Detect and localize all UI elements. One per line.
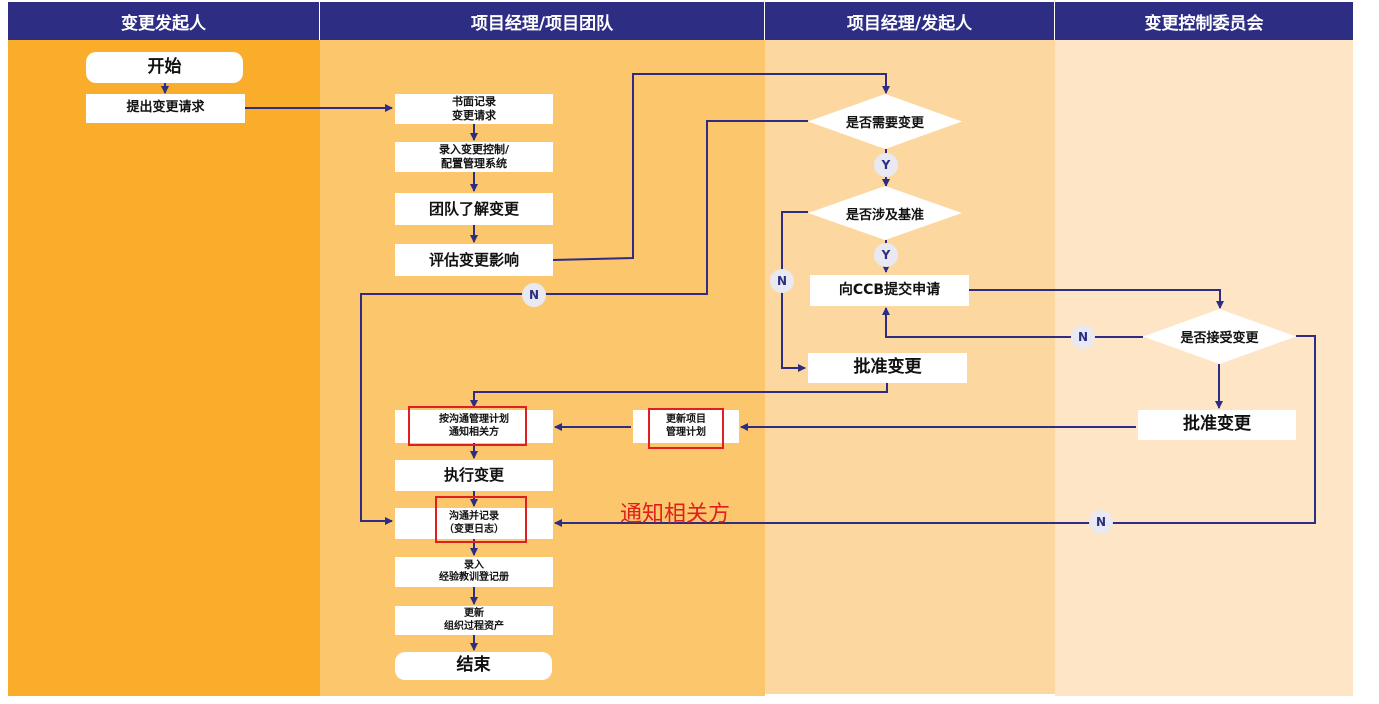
- arrow-ccb-accept: [969, 289, 1224, 309]
- arrow-accept-no-log: [554, 335, 1316, 527]
- no-badge: N: [770, 269, 794, 293]
- decision-baseline: 是否涉及基准: [808, 186, 962, 240]
- update-org-process-assets: 更新 组织过程资产: [395, 606, 553, 635]
- arrow-assess-need: [552, 73, 890, 261]
- decision-baseline-label: 是否涉及基准: [845, 207, 924, 223]
- approve-change-pm: 批准变更: [808, 353, 967, 383]
- lane-header-ccb: 变更控制委员会: [1055, 2, 1353, 40]
- decision-need-change-label: 是否需要变更: [845, 116, 924, 131]
- enter-change-control-system: 录入变更控制/ 配置管理系统: [395, 142, 553, 172]
- record-change-request: 书面记录 变更请求: [395, 94, 553, 124]
- assess-change-impact: 评估变更影响: [395, 244, 553, 276]
- annotation-notify-stakeholders: 通知相关方: [620, 502, 731, 527]
- submit-to-ccb: 向CCB提交申请: [810, 275, 969, 306]
- no-badge: N: [1071, 325, 1095, 349]
- lane-initiator: [8, 40, 320, 696]
- submit-change-request: 提出变更请求: [86, 94, 245, 123]
- decision-accept-change-label: 是否接受变更: [1180, 331, 1259, 346]
- decision-accept-change: 是否接受变更: [1143, 309, 1296, 364]
- decision-need-change: 是否需要变更: [808, 94, 962, 149]
- lane-header-initiator: 变更发起人: [8, 2, 319, 40]
- end-node: 结束: [395, 652, 552, 680]
- lane-header-pm-team: 项目经理/项目团队: [320, 2, 764, 40]
- no-badge: N: [1089, 510, 1113, 534]
- highlight-update-plan: [648, 408, 724, 449]
- start-node: 开始: [86, 52, 243, 83]
- approve-change-ccb: 批准变更: [1138, 410, 1296, 440]
- no-badge: N: [522, 283, 546, 307]
- lane-ccb: [1055, 40, 1353, 696]
- execute-change: 执行变更: [395, 460, 553, 491]
- enter-lessons-register: 录入 经验教训登记册: [395, 557, 553, 587]
- update-project-plan: 更新项目 管理计划: [633, 410, 739, 443]
- yes-badge: Y: [874, 243, 898, 267]
- arrow-approve-notify: [470, 383, 888, 408]
- highlight-notify: [408, 406, 527, 446]
- yes-badge: Y: [874, 153, 898, 177]
- highlight-communicate: [435, 496, 527, 543]
- arrow-accept-no-back: [882, 307, 1143, 338]
- team-understand-change: 团队了解变更: [395, 193, 553, 225]
- lane-header-pm-sponsor: 项目经理/发起人: [765, 2, 1054, 40]
